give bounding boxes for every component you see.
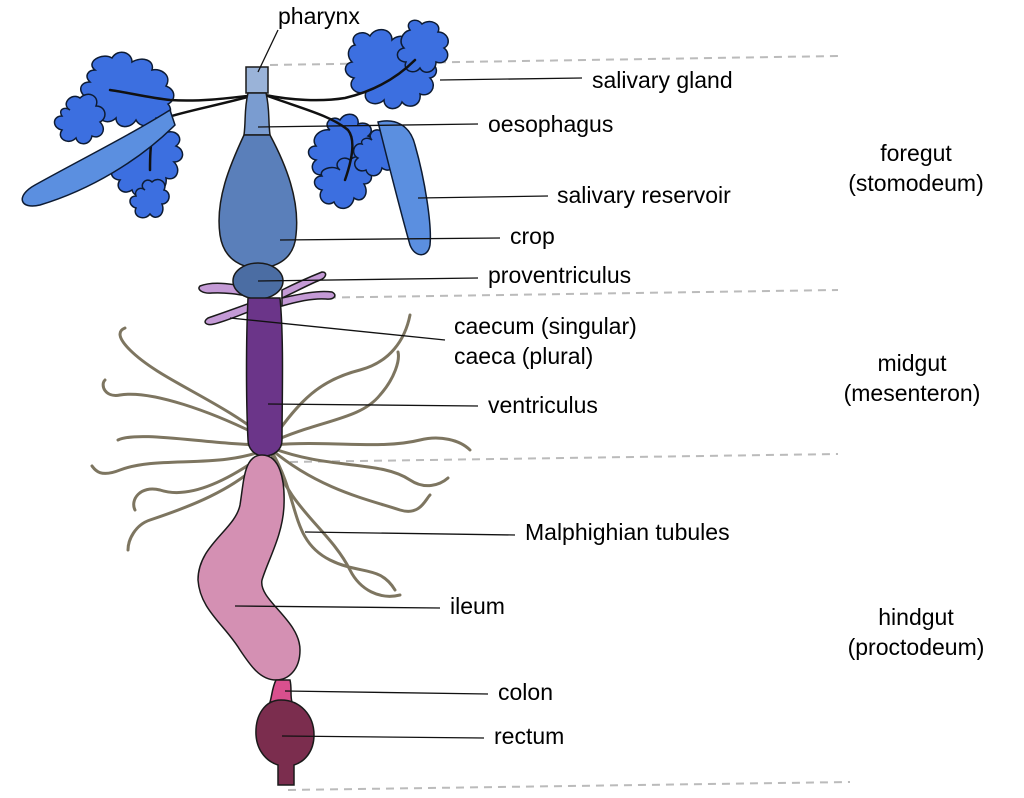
pharynx-label: pharynx: [278, 3, 360, 29]
salivary-gland-label: salivary gland: [592, 67, 733, 93]
leader-lines: [229, 29, 583, 739]
foregut-midgut-divider: [299, 289, 839, 299]
left-outer-gland: [53, 93, 106, 145]
crop-label: crop: [510, 223, 555, 249]
malphighian-leader: [304, 531, 516, 536]
hindgut-sub: (proctodeum): [847, 634, 985, 660]
crop-leader: [279, 237, 501, 241]
pharynx-leader: [257, 29, 279, 73]
top-divider: [269, 55, 839, 66]
ileum-shape: [197, 454, 301, 681]
ileum-label: ileum: [450, 593, 505, 619]
foregut-region-label: foregut (stomodeum): [834, 138, 998, 198]
rectum-label: rectum: [494, 723, 565, 749]
ventriculus-leader: [267, 403, 479, 407]
salivary-reservoir-leader: [417, 195, 549, 199]
colon-leader: [284, 690, 489, 695]
midgut-sub: (mesenteron): [843, 380, 981, 406]
caecum-leader: [229, 317, 446, 341]
foregut-sub: (stomodeum): [848, 170, 984, 196]
salivary-ducts: [108, 58, 417, 182]
salivary-reservoir-label: salivary reservoir: [557, 182, 731, 208]
midgut-name: midgut: [877, 350, 947, 376]
hindgut-region-label: hindgut (proctodeum): [834, 602, 998, 662]
ventriculus-label: ventriculus: [488, 392, 598, 418]
left-lower-gland-2: [129, 178, 170, 219]
caecum-label: caecum (singular): [454, 313, 637, 339]
salivary-glands: [53, 19, 449, 219]
salivary-gland-leader: [439, 77, 583, 81]
rectum-leader: [281, 735, 485, 739]
hindgut-name: hindgut: [878, 604, 954, 630]
left-salivary-reservoir: [21, 108, 176, 207]
right-salivary-reservoir: [377, 120, 432, 256]
pharynx-shape: [245, 66, 269, 94]
foregut-name: foregut: [880, 140, 952, 166]
proventriculus-leader: [257, 277, 479, 282]
midgut-region-label: midgut (mesenteron): [830, 348, 994, 408]
caeca-label: caeca (plural): [454, 343, 594, 369]
region-dividers: [269, 55, 851, 791]
bottom-divider: [287, 781, 851, 791]
malphighian-label: Malphighian tubules: [525, 519, 730, 545]
hindgut: [197, 454, 315, 786]
oesophagus-label: oesophagus: [488, 111, 614, 137]
malpighian-tubules: [90, 313, 472, 598]
colon-label: colon: [498, 679, 553, 705]
midgut-hindgut-divider: [289, 453, 839, 463]
crop-shape: [218, 134, 298, 269]
oesophagus-shape: [243, 92, 271, 136]
rectum-shape: [255, 699, 315, 786]
proventriculus-label: proventriculus: [488, 262, 632, 288]
right-upper-gland-2: [396, 19, 449, 73]
oesophagus-leader: [257, 123, 479, 128]
ileum-leader: [234, 605, 441, 609]
